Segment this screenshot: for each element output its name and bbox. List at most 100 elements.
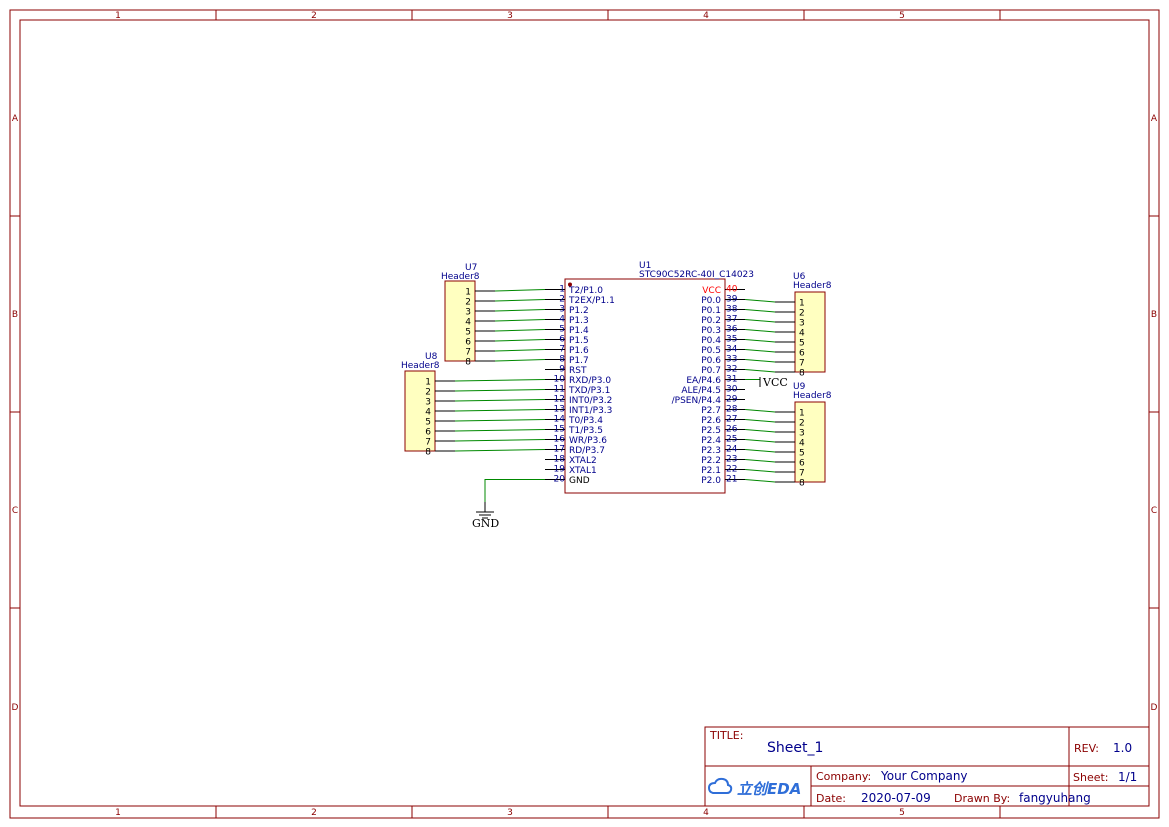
company-value: Your Company [880,769,968,783]
sheet-label: Sheet: [1073,771,1109,784]
u1-pin-number: 7 [559,345,565,355]
zone-row-left: B [12,310,18,320]
u1-pin-name: INT1/P3.3 [569,406,612,416]
u1-pin-name: T2EX/P1.1 [568,296,615,306]
drawing-frame [9,9,1160,819]
wire [744,329,776,333]
header-pin-number: 4 [465,318,471,328]
u1-pin-number: 14 [554,415,566,425]
u1-pin-name: P2.7 [701,406,721,416]
wire [454,449,546,452]
u1-pin-name: WR/P3.6 [569,436,607,446]
gnd-power-symbol[interactable]: GND [472,502,499,530]
u1-pin-name: P2.6 [701,416,721,426]
u1-pin-number: 9 [559,365,565,375]
cloud-icon [707,777,733,794]
wire [454,439,546,442]
header-u7-value: Header8 [441,272,480,282]
u1-pin-name: P1.7 [569,356,589,366]
title-block-text: TITLE: Sheet_1 REV: 1.0 立创EDA Company: Y… [707,729,1137,805]
u1-pin-number: 25 [726,435,737,445]
header-pin-number: 6 [465,338,471,348]
u1-pin-name: P0.4 [701,336,721,346]
wire [744,339,776,343]
wire [744,469,776,473]
u1-pin-number: 32 [726,365,737,375]
header-pin-number: 7 [425,438,431,448]
u1-pin-name: ALE/P4.5 [681,386,721,396]
u1-pin-name: P2.2 [701,456,721,466]
u1-mcu-symbol[interactable]: U1 STC90C52RC-40I_C14023 [564,261,754,494]
header-pin-number: 8 [465,358,471,368]
u1-pin-number: 6 [559,335,565,345]
header-pin-number: 5 [465,328,471,338]
u1-pin-number: 37 [726,315,737,325]
header-pin-number: 6 [799,349,805,359]
header-u8-value: Header8 [401,361,440,371]
u1-pin-name: P0.5 [701,346,721,356]
date-label: Date: [816,792,846,805]
wire [494,339,546,342]
header-pin-number: 7 [799,469,805,479]
zone-col-top: 3 [507,11,513,21]
header-pin-number: 3 [799,319,805,329]
vcc-power-flag[interactable]: VCC [759,376,788,389]
u1-pin-name: P2.4 [701,436,721,446]
header-pin-number: 5 [799,449,805,459]
header-u7-ref: U7 [465,263,477,273]
u1-pin-number: 13 [554,405,565,415]
header-u6-ref: U6 [793,272,806,282]
u1-pin-number: 36 [726,325,738,335]
header-pin-number: 3 [465,308,471,318]
sheet-title: Sheet_1 [767,740,823,756]
u1-pin-number: 5 [559,325,565,335]
u1-pin-name: P1.5 [569,336,589,346]
u1-pin-name: INT0/P3.2 [569,396,612,406]
header-pin-number: 2 [799,309,805,319]
u1-pin-number: 29 [726,395,738,405]
u1-pin-name: /PSEN/P4.4 [672,396,722,406]
u1-pin-name: P1.4 [569,326,589,336]
wire [454,429,546,432]
u1-pin-number: 21 [726,475,737,485]
u1-pin-number: 3 [559,305,565,315]
zone-col-top: 5 [899,11,905,21]
u1-pin-number: 22 [726,465,737,475]
header-pin-number: 3 [425,398,431,408]
wire [494,359,546,362]
rev-label: REV: [1074,742,1099,755]
u1-pin-name: RST [569,366,587,376]
u1-pin-name: T2/P1.0 [568,286,603,296]
u1-pin-number: 30 [726,385,738,395]
header-u8-body [404,370,436,452]
zone-row-right: D [1151,703,1158,713]
u1-pin-name: P1.6 [569,346,589,356]
wire [494,349,546,352]
wire [454,419,546,422]
wire [454,409,546,412]
zone-row-right: B [1151,310,1157,320]
u1-pin-name: P0.6 [701,356,721,366]
wire [744,479,776,483]
u1-pin-name: XTAL2 [569,456,597,466]
u1-pin-name: T0/P3.4 [568,416,603,426]
wire [494,289,546,292]
wire [494,329,546,332]
zone-col-bottom: 4 [703,808,709,818]
wire [454,399,546,402]
u1-pin-name: VCC [702,286,721,296]
u1-pin-name: P2.0 [701,476,721,486]
wire [494,319,546,322]
wire [744,419,776,423]
u1-pin-number: 27 [726,415,737,425]
header-pin-number: 7 [465,348,471,358]
wire [744,429,776,433]
u1-pin-name: XTAL1 [569,466,597,476]
header-u7-body [444,280,476,362]
